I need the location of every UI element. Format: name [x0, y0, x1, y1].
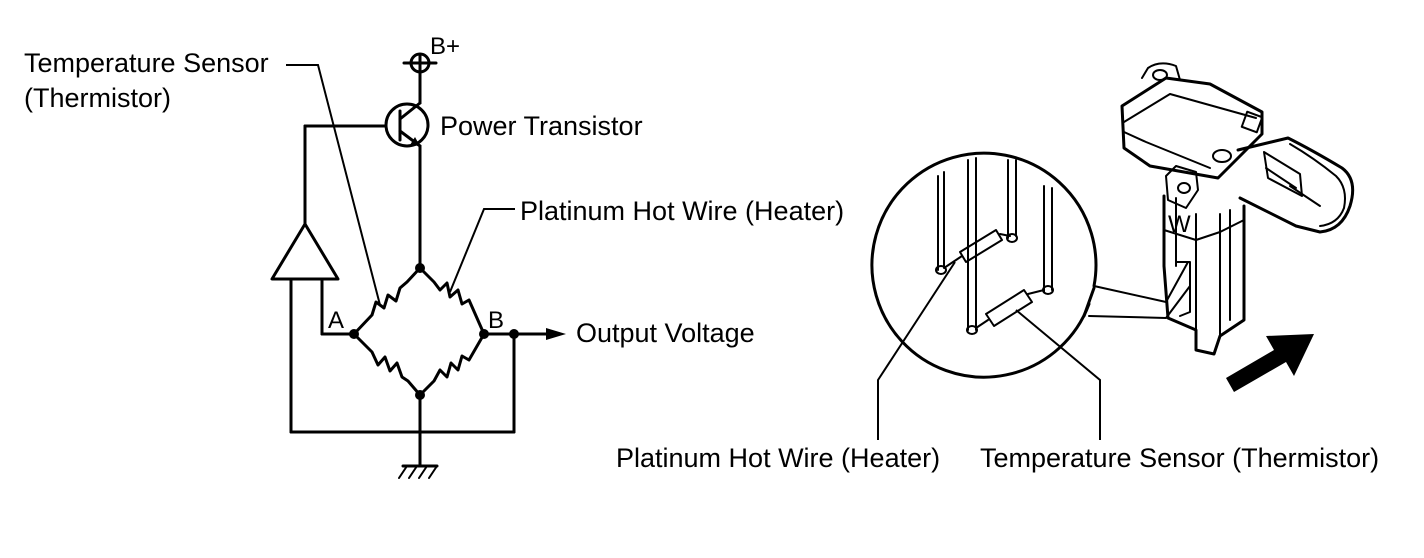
- sensor-probe-body: W: [1162, 194, 1246, 356]
- output-voltage-label: Output Voltage: [576, 318, 755, 348]
- node-b-label: B: [488, 307, 504, 334]
- magnified-temp-sensor-label: Temperature Sensor (Thermistor): [980, 443, 1379, 473]
- magnified-sensing-element: [870, 151, 1191, 379]
- magnified-hot-wire-label: Platinum Hot Wire (Heater): [616, 443, 940, 473]
- wheatstone-bridge: [289, 263, 566, 468]
- supply-label: B+: [430, 33, 460, 60]
- temp-sensor-leader-line: [286, 64, 381, 306]
- power-transistor-symbol: [303, 93, 430, 270]
- magnified-hot-wire-leader-line: [877, 261, 956, 440]
- sensor-connector-housing: [1120, 62, 1355, 234]
- airflow-direction-arrow: [1226, 334, 1314, 392]
- hot-wire-label: Platinum Hot Wire (Heater): [520, 196, 844, 226]
- magnified-temp-sensor-leader-line: [1015, 309, 1101, 440]
- node-a-label: A: [328, 307, 344, 334]
- hot-wire-leader-line: [449, 208, 515, 293]
- temp-sensor-label-line1: Temperature Sensor: [24, 48, 269, 78]
- sensor-illustration: W: [616, 62, 1379, 473]
- temp-sensor-label-line2: (Thermistor): [24, 83, 171, 113]
- ground-symbol: [398, 464, 439, 479]
- circuit-schematic: B+ Power Transistor: [24, 33, 844, 479]
- power-transistor-label: Power Transistor: [440, 111, 643, 141]
- supply-terminal-symbol: [402, 52, 438, 97]
- op-amp-symbol: [270, 222, 356, 434]
- probe-marking: W: [1168, 211, 1191, 238]
